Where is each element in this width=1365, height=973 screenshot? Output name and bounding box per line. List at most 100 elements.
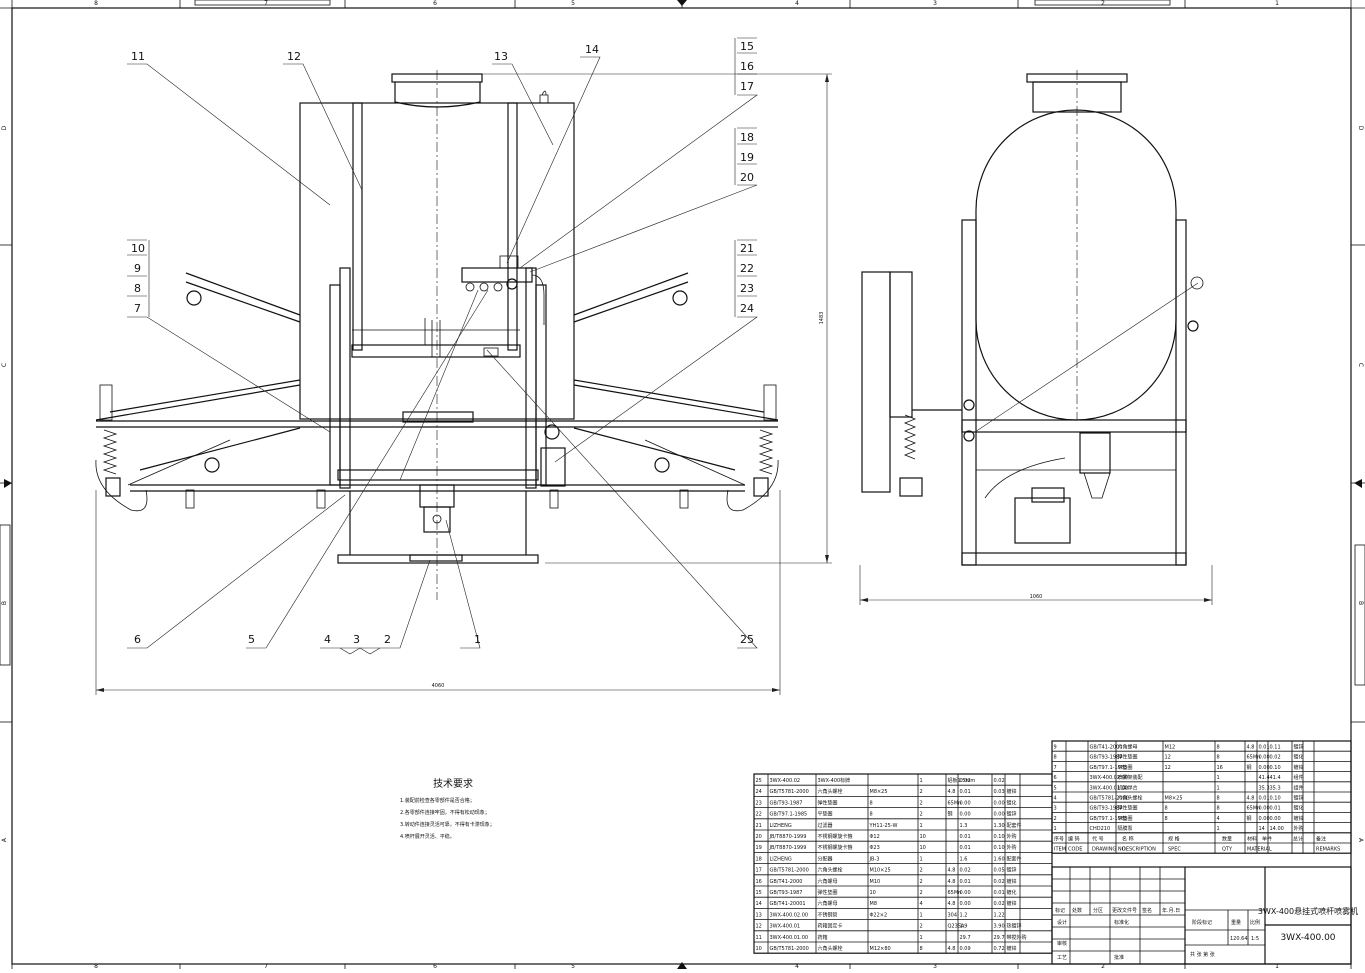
signoff-role: 工艺 xyxy=(1057,955,1067,961)
bom-cell: 3WX-400.02.00 xyxy=(1090,775,1129,781)
bom-cell: 8 xyxy=(1054,755,1057,761)
bom-cell: 1 xyxy=(1054,826,1057,832)
bom-header-cn: 材料 xyxy=(1247,835,1257,842)
balloon-label: 19 xyxy=(740,151,754,164)
bom-cell: 2 xyxy=(1054,816,1057,822)
balloon-label: 3 xyxy=(353,633,360,646)
zone-label: 8 xyxy=(94,0,98,7)
bom-cell: 药箱固定卡 xyxy=(818,923,843,930)
signoff-role: 设计 xyxy=(1057,919,1067,926)
bom-cell: 3 xyxy=(1054,806,1057,812)
balloon-label: 6 xyxy=(134,633,141,646)
tank-straps xyxy=(352,102,518,351)
bom-cell: 8 xyxy=(870,812,873,818)
bom-cell: 65Mn xyxy=(1247,806,1261,812)
bom-cell: 0.01 xyxy=(1270,806,1281,812)
bom-cell: 8 xyxy=(1217,806,1220,812)
balloon-label: 5 xyxy=(248,633,255,646)
bom-cell: 12 xyxy=(1165,765,1171,771)
signoff-role: 审核 xyxy=(1057,940,1067,947)
bom-cell: 0.00 xyxy=(1259,755,1270,761)
drawing-number: 3WX-400.00 xyxy=(1280,933,1335,943)
bom-cell: 35.3 xyxy=(1270,785,1281,791)
pump-front xyxy=(409,484,463,562)
zone-label: 7 xyxy=(264,0,268,7)
zone-label: 7 xyxy=(264,963,268,969)
bom-cell: 10 xyxy=(920,845,926,851)
frame-side xyxy=(961,219,1199,566)
signoff-label: 分区 xyxy=(1093,907,1103,914)
bom-cell: 2 xyxy=(920,800,923,806)
bom-cell: 18 xyxy=(756,856,762,862)
signoff-label: 更改文件号 xyxy=(1112,907,1137,914)
bom-cell: 65Mn xyxy=(948,800,962,806)
tech-item: 3.转动件连接灵活可靠，不得有卡滞现象； xyxy=(400,821,495,828)
bom-cell: 弹性垫圈 xyxy=(1118,754,1138,761)
bom-cell: 镀化 xyxy=(1294,805,1304,812)
zone-label: 1 xyxy=(1275,0,1279,7)
bom-cell: 组件 xyxy=(1294,784,1304,791)
bom-cell: GB/T41-2000 xyxy=(770,879,803,885)
bom-header-en: SPEC xyxy=(1168,847,1181,853)
bom-cell: 4.8 xyxy=(1247,745,1255,751)
bom-cell: 平垫圈 xyxy=(818,811,833,818)
bom-header-en: CODE xyxy=(1068,847,1082,853)
bom-cell: M12 xyxy=(1165,745,1176,751)
bom-cell: 4.8 xyxy=(948,868,956,874)
signoff-label: 年.月.日 xyxy=(1162,907,1180,914)
bom-cell: 0.02 xyxy=(1270,755,1281,761)
tank-front xyxy=(299,73,575,420)
bom-cell: 3.90 xyxy=(994,924,1005,930)
side-boom-mechanism xyxy=(861,271,962,497)
bom-cell: 1.30 xyxy=(994,823,1005,829)
bom-cell: 1 xyxy=(920,935,923,941)
bom-cell: Φ22×2 xyxy=(870,912,888,918)
side-view: 1060 xyxy=(859,70,1213,605)
bom-cell: GB/T93-1987 xyxy=(770,800,803,806)
tech-item: 1.装配前检查各零部件是否合格； xyxy=(400,797,475,804)
front-view: 1 2 3 4 5 6 7 8 9 10 11 12 13 14 15 16 1… xyxy=(95,37,832,695)
bom-cell: 0.00 xyxy=(960,901,971,907)
scale-label: 比例 xyxy=(1250,919,1260,926)
bom-header-en: MATERIAL xyxy=(1247,847,1272,853)
balloon-label: 8 xyxy=(134,282,141,295)
bom-cell: 0.00 xyxy=(960,812,971,818)
bom-header-cn: 规 格 xyxy=(1168,835,1180,842)
balloon-label: 16 xyxy=(740,60,754,73)
bom-cell: 0.01 xyxy=(960,834,971,840)
tank-side xyxy=(975,73,1177,421)
bom-cell: 14 xyxy=(1259,826,1265,832)
bom-cell: 配套件 xyxy=(1007,855,1022,862)
bom-cell: 16 xyxy=(1217,765,1223,771)
balloon-label: 22 xyxy=(740,262,754,275)
bom-cell: 0.10 xyxy=(1270,765,1281,771)
bom-cell: 8 xyxy=(1217,755,1220,761)
bom-cell: 0.00 xyxy=(994,812,1005,818)
bom-header-cn: 数量 xyxy=(1222,835,1232,842)
bom-cell: 钢 xyxy=(1247,764,1252,771)
bom-cell: 1 xyxy=(1217,775,1220,781)
stage-label: 阶段标记 xyxy=(1192,919,1212,926)
bom-header-cn: 代 号 xyxy=(1092,835,1104,842)
zone-label: 4 xyxy=(795,0,799,7)
bom-cell: 21 xyxy=(756,823,762,829)
bom-cell: Φ23 xyxy=(870,845,880,851)
bom-cell: 热镀锌 xyxy=(1007,923,1022,930)
zone-label: 8 xyxy=(94,963,98,969)
zone-label: B xyxy=(1357,601,1364,605)
bom-cell: 15 xyxy=(756,890,762,896)
zone-label: B xyxy=(1,601,8,605)
zone-label: D xyxy=(1357,126,1364,131)
zone-label: 4 xyxy=(795,963,799,969)
bom-cell: 17 xyxy=(756,868,762,874)
tech-requirements: 技术要求 1.装配前检查各零部件是否合格； 2.各零部件连接牢固，不得有松动现象… xyxy=(400,777,495,840)
balloon-label: 25 xyxy=(740,633,754,646)
bom-cell: 0.00 xyxy=(1259,816,1270,822)
bom-header-cn: 单件 xyxy=(1262,835,1272,842)
balloon-label: 14 xyxy=(585,43,599,56)
balloon-shelves xyxy=(127,37,757,655)
zone-label: A xyxy=(1,837,8,842)
